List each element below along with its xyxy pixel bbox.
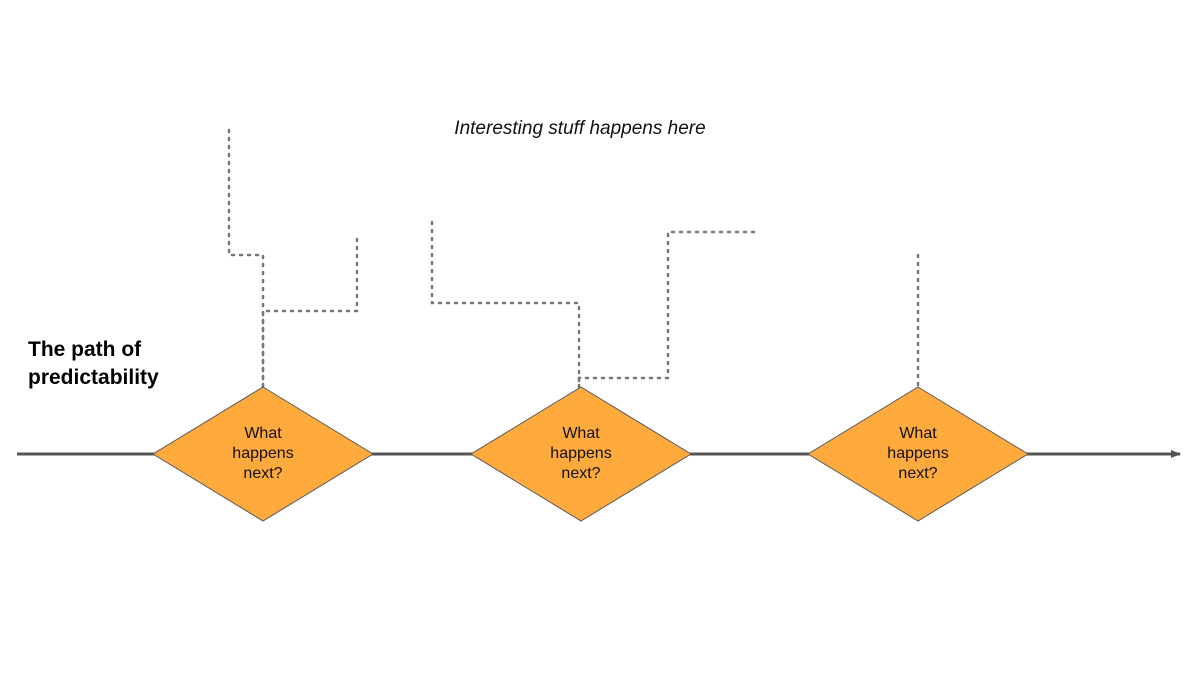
decision-label-3: What happens next?	[858, 424, 978, 484]
path-title: The path of predictability	[28, 336, 159, 392]
dotted-path-1b	[261, 236, 359, 389]
decision-2-line-2: happens	[550, 445, 612, 462]
decision-2-line-1: What	[562, 425, 600, 442]
decision-3-line-3: next?	[898, 465, 938, 482]
decision-3-line-1: What	[899, 425, 937, 442]
decision-3-line-2: happens	[887, 445, 949, 462]
path-title-line-1: The path of	[28, 338, 142, 361]
decision-1-line-2: happens	[232, 445, 294, 462]
decision-diamond-3	[807, 386, 1029, 522]
decision-1-line-1: What	[244, 425, 282, 442]
dotted-path-1a	[227, 128, 265, 389]
decision-1-line-3: next?	[243, 465, 283, 482]
decision-2-line-3: next?	[561, 465, 601, 482]
dotted-path-2a	[430, 220, 581, 389]
path-title-line-2: predictability	[28, 366, 159, 389]
decision-diamond-2	[470, 386, 692, 522]
annotation-text: Interesting stuff happens here	[454, 118, 706, 139]
decision-label-1: What happens next?	[203, 424, 323, 484]
decision-label-2: What happens next?	[521, 424, 641, 484]
decision-diamond-1	[152, 386, 374, 522]
dotted-path-2b	[577, 230, 760, 389]
